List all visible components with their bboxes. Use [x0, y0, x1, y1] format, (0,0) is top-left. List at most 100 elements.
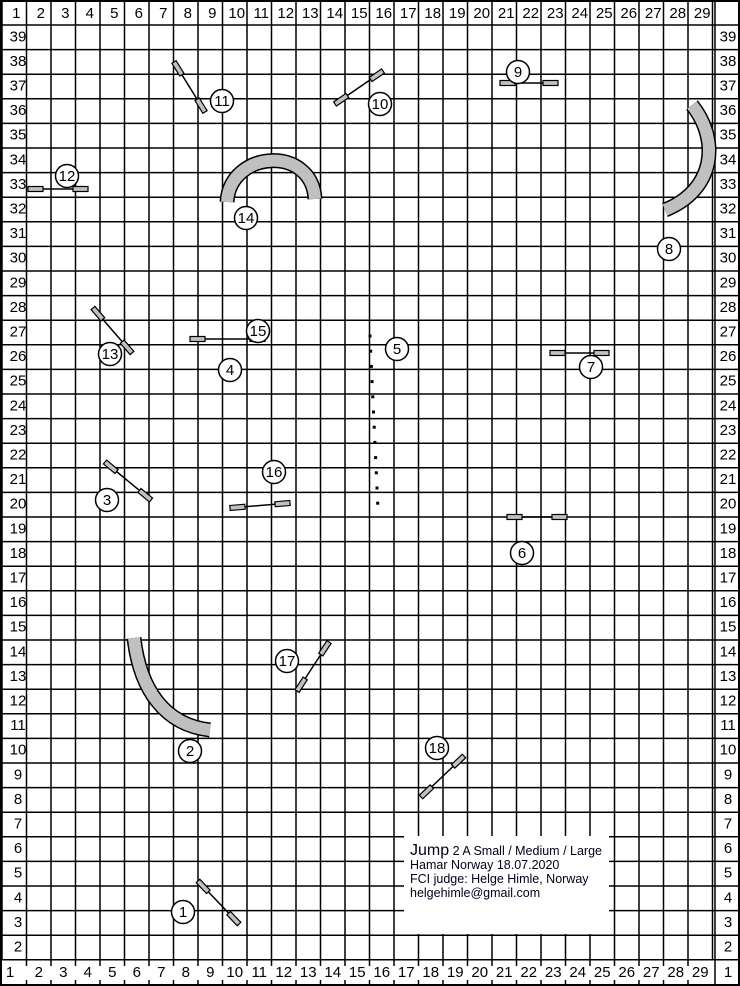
row-label-right: 19 [720, 520, 737, 537]
tunnel-body [221, 154, 321, 203]
column-label-bottom: 3 [59, 964, 67, 981]
number-label: 10 [372, 96, 389, 113]
row-label-left: 7 [14, 815, 22, 832]
row-label-right: 1 [724, 964, 732, 981]
jump-obstacle [27, 185, 89, 193]
obstacle-number-13: 13 [97, 341, 123, 367]
weave-pole [374, 456, 378, 460]
jump-wing [136, 487, 154, 503]
column-label-top: 4 [86, 5, 94, 22]
column-label-bottom: 16 [373, 964, 390, 981]
row-label-right: 27 [720, 323, 737, 340]
jump-wing [27, 185, 44, 193]
number-circle [54, 163, 80, 189]
column-label-top: 22 [522, 5, 539, 22]
jump-wing [551, 513, 568, 521]
row-label-right: 10 [720, 742, 737, 759]
number-circle [261, 459, 287, 485]
row-label-right: 17 [720, 569, 737, 586]
number-circle [578, 354, 604, 380]
row-label-left: 12 [10, 692, 27, 709]
row-label-left: 20 [10, 496, 27, 513]
row-label-right: 21 [720, 471, 737, 488]
row-label-right: 7 [724, 815, 732, 832]
jump-obstacle [506, 513, 568, 521]
number-label: 15 [250, 323, 267, 340]
obstacle-number-1: 1 [170, 899, 196, 925]
row-label-left: 16 [10, 594, 27, 611]
number-label: 14 [238, 210, 255, 227]
obstacle-number-2: 2 [177, 738, 203, 764]
jump-wing [102, 459, 120, 475]
obstacle-number-15: 15 [245, 318, 271, 344]
obstacle-number-17: 17 [274, 648, 300, 674]
row-label-right: 23 [720, 422, 737, 439]
column-label-bottom: 9 [206, 964, 214, 981]
weave-pole [376, 501, 380, 505]
row-label-left: 5 [14, 865, 22, 882]
column-label-bottom: 19 [447, 964, 464, 981]
weave-pole [373, 440, 377, 444]
number-circle [367, 91, 393, 117]
tunnel-body [662, 101, 715, 216]
weave-pole [375, 486, 379, 490]
row-label-right: 36 [720, 102, 737, 119]
column-label-bottom: 23 [545, 964, 562, 981]
row-label-right: 35 [720, 127, 737, 144]
row-label-left: 32 [10, 200, 27, 217]
column-label-bottom: 8 [182, 964, 190, 981]
jump-wing [450, 753, 467, 770]
column-label-bottom: 5 [108, 964, 116, 981]
number-label: 16 [266, 464, 283, 481]
jump-wing [171, 59, 185, 77]
number-circle [217, 357, 243, 383]
column-label-top: 28 [669, 5, 686, 22]
column-label-top: 6 [135, 5, 143, 22]
obstacle-number-4: 4 [217, 357, 243, 383]
row-label-right: 11 [720, 717, 736, 734]
column-label-bottom: 10 [226, 964, 243, 981]
weave-pole [370, 380, 374, 384]
column-label-top: 5 [110, 5, 118, 22]
jump-wing [274, 499, 291, 508]
number-label: 4 [226, 362, 234, 379]
column-label-top: 16 [375, 5, 392, 22]
number-circle [505, 59, 531, 85]
column-label-bottom: 20 [471, 964, 488, 981]
row-label-left: 24 [10, 397, 27, 414]
tunnel-body [128, 637, 211, 736]
number-circle [97, 341, 123, 367]
legend-title: Jump [410, 842, 450, 859]
row-label-right: 16 [720, 594, 737, 611]
column-label-top: 12 [277, 5, 294, 22]
number-circle [94, 487, 120, 513]
obstacle-number-16: 16 [261, 459, 287, 485]
number-circle [424, 735, 450, 761]
number-circle [170, 899, 196, 925]
column-label-top: 26 [620, 5, 637, 22]
row-label-left: 38 [10, 53, 27, 70]
column-label-bottom: 22 [520, 964, 537, 981]
row-label-right: 2 [724, 938, 732, 955]
number-circle [177, 738, 203, 764]
jump-obstacle [195, 878, 242, 927]
column-label-bottom: 7 [157, 964, 165, 981]
jump-wing [189, 335, 206, 343]
number-label: 7 [587, 359, 595, 376]
obstacle-number-5: 5 [384, 336, 410, 362]
jump-wing [317, 639, 332, 657]
obstacle-number-3: 3 [94, 487, 120, 513]
obstacle-number-8: 8 [656, 236, 682, 262]
jump-obstacle [90, 305, 135, 356]
row-label-left: 9 [14, 766, 22, 783]
column-label-top: 8 [184, 5, 192, 22]
tunnel-obstacle [219, 153, 323, 204]
column-label-bottom: 25 [594, 964, 611, 981]
jump-wing [119, 339, 135, 356]
jump-wing [90, 305, 106, 322]
column-label-top: 25 [596, 5, 613, 22]
column-label-top: 24 [571, 5, 588, 22]
legend-location-date: Hamar Norway 18.07.2020 [410, 858, 560, 872]
column-label-top: 29 [694, 5, 711, 22]
jump-wing [332, 92, 350, 107]
